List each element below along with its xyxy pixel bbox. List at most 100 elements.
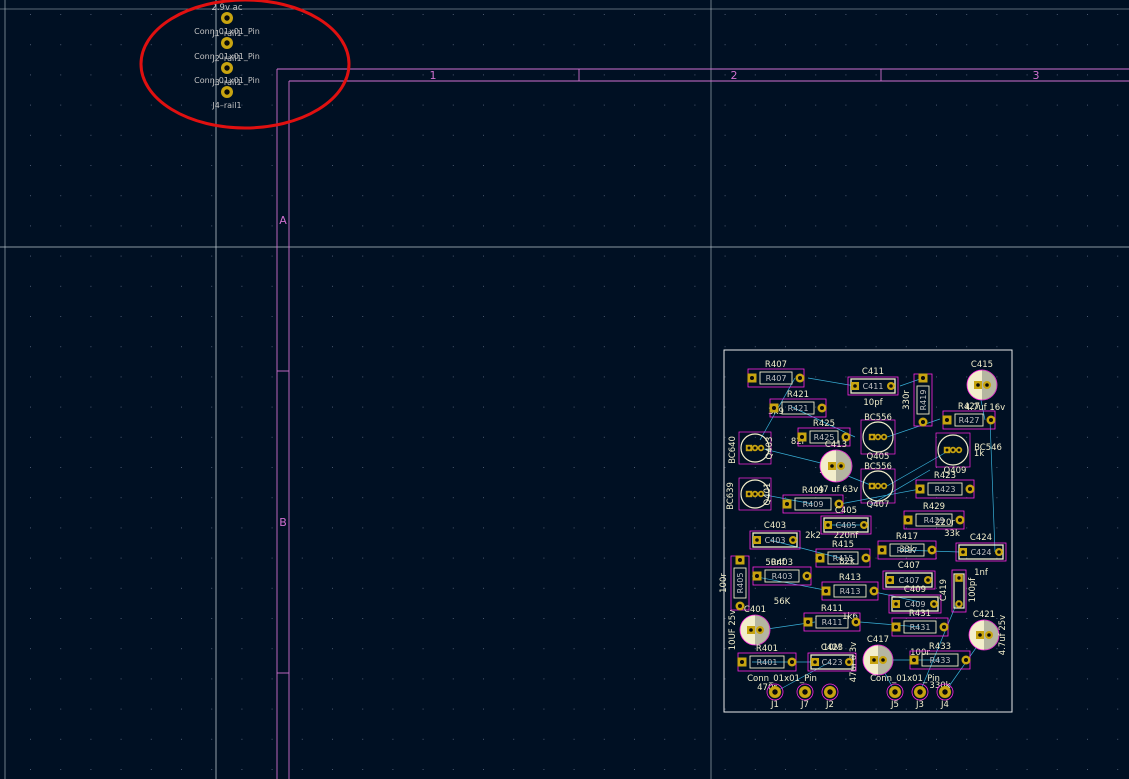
courtyard [738,431,772,465]
reference-designator: R401 [756,644,778,654]
courtyard [821,683,839,701]
component-value: 100r [719,573,729,593]
pad-hole [932,602,936,606]
reference-designator: R403 [771,558,793,568]
pad-hole [957,602,961,606]
fab-reference: R401 [757,658,778,667]
reference-designator: R409 [802,486,824,496]
reference-designator: R429 [923,502,945,512]
reference-designator: C417 [867,635,889,645]
fab-reference: R417 [897,546,918,555]
courtyard [796,683,814,701]
courtyard [955,542,1007,562]
fab-reference: R433 [930,656,951,665]
pad-hole [737,603,743,609]
footprint-c417[interactable]: C417 47uf 6.3v [849,635,894,682]
component-value: 47uf 6.3v [849,642,859,682]
fab-reference: R415 [833,554,854,563]
connector-j3[interactable]: J3 [911,683,929,710]
connector-row-label-right: Conn_01x01_Pin [870,674,940,684]
pad-hole [941,624,947,630]
pad-hole [759,446,763,450]
reference-designator: Q401 [763,483,773,506]
fab-reference: C403 [765,536,786,545]
component-value: 33k [944,529,960,539]
fab-reference: C409 [905,600,926,609]
offboard-label: J1–rail1 [211,29,241,38]
offboard-label: Conn_01x01_Pin [194,27,260,36]
fab-reference: R427 [959,416,980,425]
pad-hole [817,555,823,561]
pad-hole [888,578,892,582]
component-value: 10pf [863,398,883,408]
connector-j4[interactable]: J4 [936,683,954,710]
pad-hole [799,434,805,440]
pcb-board[interactable]: R407R4073k9C411C41110pfC4154.7uf 16vR419… [719,349,1013,713]
connector-j1[interactable]: J1 [766,683,784,710]
silkscreen-body [915,513,953,527]
pad-hole [963,657,969,663]
pad-hole [819,405,825,411]
connector-j2[interactable]: J2 [821,683,839,710]
silkscreen-body [740,433,770,463]
pad-hole [758,628,762,632]
pad-hole [889,384,893,388]
connector-j7[interactable]: J7 [796,683,814,710]
pad-hole [876,435,880,439]
component-value: BC639 [726,482,736,510]
sheet-frame [276,68,1129,779]
pad-hole [753,492,757,496]
silkscreen-body [916,385,930,415]
component-value: 4.7uf 16v [965,403,1005,413]
connector-j5[interactable]: J5 [886,683,904,710]
component-value: 33k [899,545,915,555]
offboard-connectors[interactable]: 2.9v ac Conn_01x01_Pin J1–rail1 Conn_01x… [194,3,260,110]
pad-hole [944,417,950,423]
silkscreen-body [921,653,959,667]
component-value: 1nf [974,568,989,578]
pad-hole [870,484,874,488]
pad-hole [739,659,745,665]
silkscreen-body [781,401,815,415]
reference-designator: C424 [970,533,992,543]
reference-designator: C403 [764,521,786,531]
footprint-q401[interactable]: Q401 BC639 [726,477,773,511]
reference-designator: R413 [839,573,861,583]
courtyard [738,477,772,511]
pad-hole [791,538,795,542]
pad-hole [862,523,866,527]
silkscreen-body [794,497,832,511]
pad-hole [839,464,843,468]
